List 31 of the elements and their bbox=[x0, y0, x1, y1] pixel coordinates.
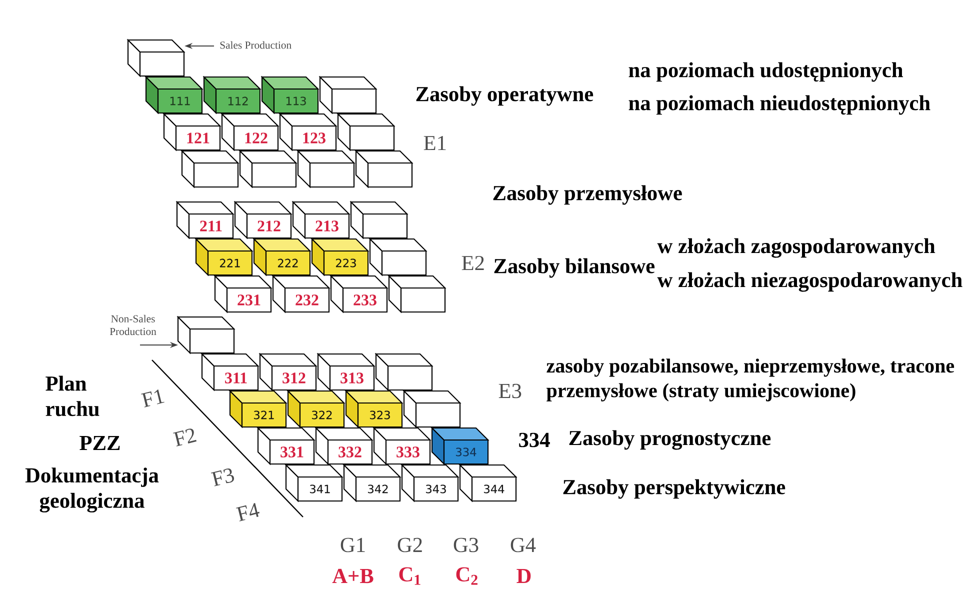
label: Dokumentacja geologiczna bbox=[25, 468, 159, 512]
axis-label: G3 bbox=[454, 538, 478, 552]
axis-label: E3 bbox=[498, 384, 522, 398]
edge-label: Sales Production bbox=[220, 41, 292, 49]
axis-label: G1 bbox=[340, 538, 365, 552]
axis-label: F1 bbox=[140, 389, 164, 408]
axis-label: G4 bbox=[510, 538, 536, 552]
label: Zasoby prognostyczne bbox=[569, 430, 771, 450]
label: w złożach niezagospodarowanych bbox=[657, 272, 962, 292]
axis-label: C$_{2}$ bbox=[456, 567, 478, 585]
label: Zasoby przemysłowe bbox=[493, 185, 682, 205]
label: 334 bbox=[519, 432, 550, 448]
axis-label: E2 bbox=[462, 256, 484, 270]
label: Zasoby perspektywiczne bbox=[563, 479, 786, 499]
axis-label: D bbox=[516, 568, 531, 583]
axis-label: C$_{1}$ bbox=[399, 567, 420, 585]
label: na poziomach udostępnionych bbox=[628, 62, 903, 82]
axis-label: F2 bbox=[172, 428, 196, 446]
axis-label: G2 bbox=[398, 538, 422, 552]
edge-label: Non-Sales Production bbox=[110, 314, 156, 336]
axis-label: A+B bbox=[332, 568, 374, 584]
axis-label: F4 bbox=[236, 503, 260, 522]
label: PZZ bbox=[80, 436, 120, 450]
label: na poziomach nieudostępnionych bbox=[628, 95, 930, 115]
label: Plan ruchu bbox=[46, 376, 100, 416]
label: w złożach zagospodarowanych bbox=[657, 238, 936, 258]
axis-label: F3 bbox=[210, 468, 234, 486]
label: zasoby pozabilansowe, nieprzemysłowe, tracone przemysłowe (straty umiejscowione) bbox=[546, 358, 954, 402]
axis-label: E1 bbox=[424, 136, 446, 150]
label: Zasoby operatywne bbox=[416, 86, 594, 106]
label: Zasoby bilansowe bbox=[494, 258, 655, 278]
